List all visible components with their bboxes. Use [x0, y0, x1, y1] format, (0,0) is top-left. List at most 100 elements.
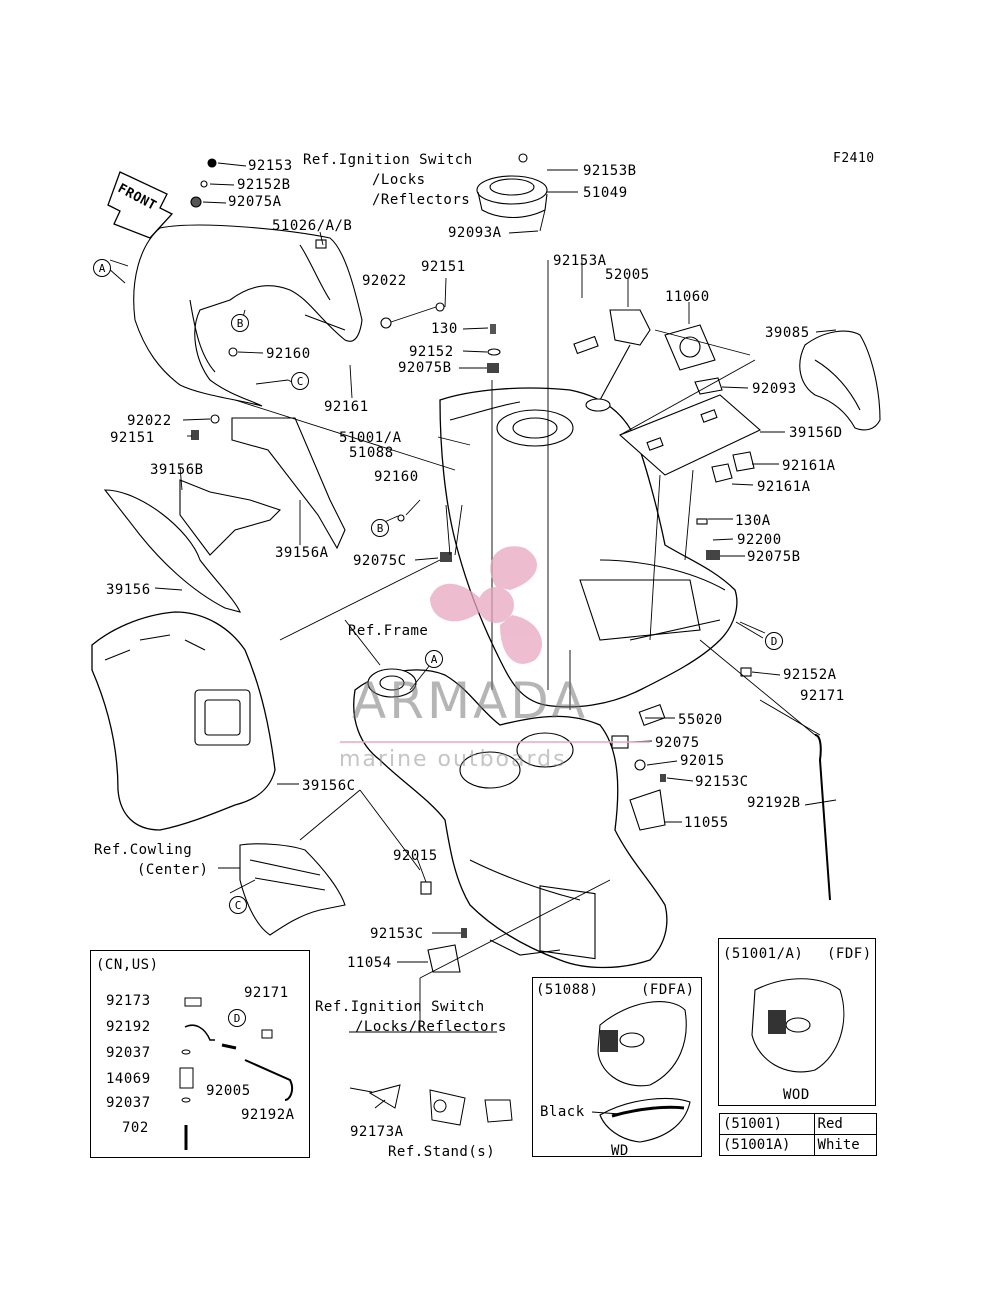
inset-cn-us-art — [179, 997, 294, 1150]
ref-ign-switch-bottom-2: /Locks/Reflectors — [355, 1019, 507, 1035]
ignition-switch-art — [349, 1084, 513, 1126]
ref-cowling-1: Ref.Cowling — [94, 842, 193, 858]
part-51001-A: 51001/A — [339, 430, 402, 446]
leader-lines — [107, 162, 837, 1033]
callout-C-lower: C — [229, 896, 247, 914]
inset-51001: (51001/A) (FDF) WOD — [718, 938, 876, 1106]
inset-part-14069: 14069 — [106, 1071, 151, 1087]
part-52005: 52005 — [605, 267, 650, 283]
callout-D-right: D — [765, 632, 783, 650]
part-92022-top: 92022 — [362, 273, 407, 289]
inset-part-92192A: 92192A — [241, 1107, 295, 1123]
part-39085: 39085 — [765, 325, 810, 341]
callout-A-frame: A — [425, 650, 443, 668]
part-92075: 92075 — [655, 735, 700, 751]
inset-part-92173: 92173 — [106, 993, 151, 1009]
part-92015-mid: 92015 — [393, 848, 438, 864]
front-arrow-icon — [107, 171, 174, 239]
inset-51088-code: (51088) — [536, 982, 599, 998]
part-92093: 92093 — [752, 381, 797, 397]
callout-C-upper: C — [291, 372, 309, 390]
panel-39156A-shape — [231, 417, 346, 550]
filler-cap-shape — [476, 175, 548, 218]
part-92075B-right: 92075B — [747, 549, 801, 565]
inset-part-92171: 92171 — [244, 985, 289, 1001]
inset-part-92037-b: 92037 — [106, 1095, 151, 1111]
color-row-part: (51001A) — [719, 1134, 815, 1156]
part-51026-A-B: 51026/A/B — [272, 218, 353, 234]
callout-B-mid: B — [371, 519, 389, 537]
part-92015-right: 92015 — [680, 753, 725, 769]
inset-51001-code: (51001/A) — [723, 946, 804, 962]
part-92151-left: 92151 — [110, 430, 155, 446]
part-39156B: 39156B — [150, 462, 204, 478]
propeller-icon — [430, 546, 542, 664]
part-92075C: 92075C — [353, 553, 407, 569]
part-92152: 92152 — [409, 344, 454, 360]
diagram-code: F2410 — [833, 151, 875, 166]
ref-ign-switch-bottom-1: Ref.Ignition Switch — [315, 999, 485, 1015]
ref-ign-switch-top-3: /Reflectors — [372, 192, 471, 208]
part-92151-top: 92151 — [421, 259, 466, 275]
watermark-tagline: marine outboards — [339, 747, 567, 772]
inset-part-702: 702 — [122, 1120, 149, 1136]
part-39156D: 39156D — [789, 425, 843, 441]
color-row: (51001) Red — [719, 1113, 878, 1135]
part-92160-top: 92160 — [266, 346, 311, 362]
part-55020: 55020 — [678, 712, 723, 728]
ref-stand: Ref.Stand(s) — [388, 1144, 496, 1160]
part-92161A-1: 92161A — [782, 458, 836, 474]
part-92093A: 92093A — [448, 225, 502, 241]
part-39156: 39156 — [106, 582, 151, 598]
ref-ign-switch-top-1: Ref.Ignition Switch — [303, 152, 473, 168]
part-92173A: 92173A — [350, 1124, 404, 1140]
part-39156A: 39156A — [275, 545, 329, 561]
side-cover-shape — [133, 224, 363, 407]
part-11055: 11055 — [684, 815, 729, 831]
inset-51088: (51088) (FDFA) Black — [532, 977, 702, 1157]
cowling-shape — [239, 843, 346, 936]
callout-B-upper: B — [231, 314, 249, 332]
part-92153B: 92153B — [583, 163, 637, 179]
panel-39156B-shape — [179, 479, 282, 556]
color-row: (51001A) White — [719, 1134, 878, 1156]
part-92022-left: 92022 — [127, 413, 172, 429]
part-92152B: 92152B — [237, 177, 291, 193]
part-92152A: 92152A — [783, 667, 837, 683]
part-51049: 51049 — [583, 185, 628, 201]
part-92200: 92200 — [737, 532, 782, 548]
inset-cn-us-title: (CN,US) — [96, 957, 159, 973]
part-92153C-low: 92153C — [370, 926, 424, 942]
part-11054: 11054 — [347, 955, 392, 971]
inset-51001-art — [751, 978, 845, 1073]
part-130: 130 — [431, 321, 458, 337]
plate-39156D-shape — [618, 394, 761, 476]
color-row-part: (51001) — [719, 1113, 815, 1135]
ref-ign-switch-top-2: /Locks — [372, 172, 426, 188]
part-92153A: 92153A — [553, 253, 607, 269]
inset-part-92037-a: 92037 — [106, 1045, 151, 1061]
color-row-color: Red — [813, 1113, 878, 1135]
part-130A: 130A — [735, 513, 771, 529]
part-92153C-right: 92153C — [695, 774, 749, 790]
watermark-name: ARMADA — [352, 672, 589, 730]
cover-39156C-shape — [91, 611, 276, 831]
panel-39156-shape — [103, 489, 241, 613]
inset-51088-art — [591, 1001, 691, 1143]
part-92160-mid: 92160 — [374, 469, 419, 485]
inset-51088-variant: (FDFA) — [641, 982, 695, 998]
callout-A-left: A — [93, 259, 111, 277]
part-92161: 92161 — [324, 399, 369, 415]
ref-cowling-2: (Center) — [137, 862, 209, 878]
part-11060: 11060 — [665, 289, 710, 305]
part-51088: 51088 — [349, 445, 394, 461]
part-92153: 92153 — [248, 158, 293, 174]
part-92161A-2: 92161A — [757, 479, 811, 495]
inset-part-92005: 92005 — [206, 1083, 251, 1099]
part-92075B-top: 92075B — [398, 360, 452, 376]
color-row-color: White — [813, 1134, 878, 1156]
frame-shape — [353, 668, 668, 969]
inset-51001-variant: (FDF) — [827, 946, 872, 962]
